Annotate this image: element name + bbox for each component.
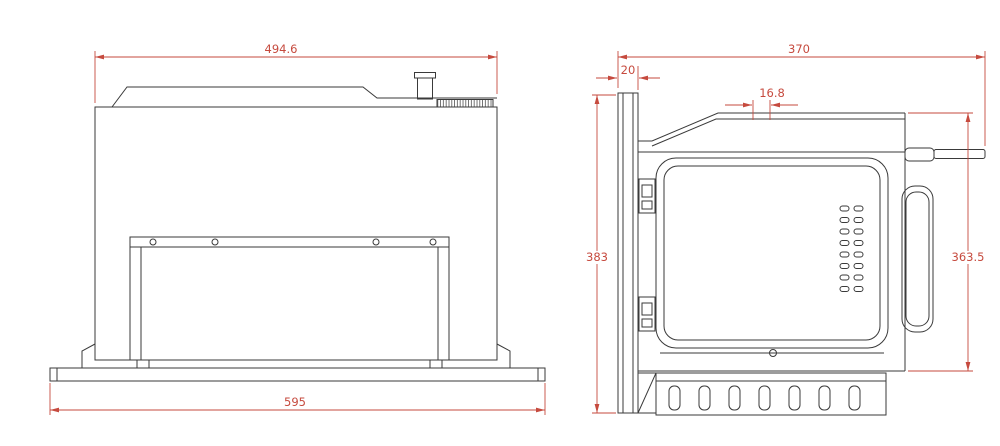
hinge-lower <box>638 296 656 332</box>
dim-front-base-width-label: 595 <box>284 395 306 409</box>
side-view <box>617 92 986 416</box>
base-slot <box>788 385 801 411</box>
vent-slot <box>853 274 864 281</box>
dim-side-height-left: 383 <box>584 94 616 414</box>
front-frame <box>617 92 639 414</box>
rear-cover-inner <box>905 191 930 327</box>
vent-slot <box>839 251 850 258</box>
vent-slot <box>839 228 850 235</box>
dim-top-inset-label: 16.8 <box>759 86 785 100</box>
dim-top-inset: 16.8 <box>725 86 798 120</box>
dim-side-height-right: 363.5 <box>908 112 987 372</box>
vent-slot <box>853 205 864 212</box>
screw <box>149 238 157 246</box>
hinge-detail <box>641 318 653 328</box>
rear-top-block <box>904 147 935 162</box>
base-slot <box>848 385 861 411</box>
front-view <box>49 72 546 382</box>
label-mask <box>584 251 610 264</box>
plate-foot <box>429 359 443 369</box>
base-plate <box>49 367 546 382</box>
vent-slot <box>839 205 850 212</box>
dimension-annotations: 494.6 595 370 20 16.8 <box>49 42 987 415</box>
base-slot <box>668 385 681 411</box>
base-bracket-brace <box>637 372 657 414</box>
vent-slot <box>839 286 850 292</box>
hinge-detail <box>641 302 653 316</box>
rear-rail <box>933 149 986 159</box>
vent-strip <box>436 99 494 108</box>
cavity-outer <box>655 157 889 349</box>
hinge-block <box>638 178 656 214</box>
hinge-detail <box>641 184 653 198</box>
left-bracket <box>81 343 96 369</box>
vent-slot <box>839 240 850 246</box>
top-duct-inner <box>651 118 905 147</box>
hinge-upper <box>638 178 656 214</box>
cabinet-outline <box>94 106 498 361</box>
vent-slot <box>853 251 864 258</box>
dim-frame-offset: 20 <box>596 63 660 90</box>
antenna-cap <box>414 72 436 79</box>
base-bracket <box>637 372 657 414</box>
vent-slot <box>853 286 864 292</box>
mounting-plate <box>129 236 450 361</box>
vent-slot <box>839 274 850 281</box>
top-duct-profile <box>638 112 905 142</box>
base-slot <box>758 385 771 411</box>
vent-grille <box>839 205 864 292</box>
base-slot <box>818 385 831 411</box>
plate-foot <box>136 359 150 369</box>
screw <box>211 238 219 246</box>
screw <box>769 349 777 357</box>
dim-front-top-width: 494.6 <box>94 42 498 103</box>
antenna-connector <box>417 77 433 100</box>
screw <box>372 238 380 246</box>
dim-front-top-width-label: 494.6 <box>265 42 298 56</box>
hinge-block <box>638 296 656 332</box>
label-mask <box>949 251 987 264</box>
screw <box>429 238 437 246</box>
vent-slot <box>853 263 864 269</box>
base-slots <box>668 385 861 411</box>
right-bracket <box>496 343 511 369</box>
dim-side-height-left-label: 383 <box>586 250 608 264</box>
vent-slot <box>839 217 850 223</box>
hinge-detail <box>641 200 653 210</box>
dim-side-depth-label: 370 <box>788 42 810 56</box>
vent-slot <box>839 263 850 269</box>
cavity-inner <box>663 165 881 341</box>
vent-slot <box>853 217 864 223</box>
dim-side-height-right-label: 363.5 <box>952 250 985 264</box>
base-slot <box>728 385 741 411</box>
base-tray <box>655 372 887 416</box>
vent-slot <box>853 228 864 235</box>
base-slot <box>698 385 711 411</box>
dim-frame-offset-label: 20 <box>621 63 636 77</box>
rear-cover <box>901 185 934 333</box>
dim-side-depth: 370 <box>617 42 986 146</box>
dim-front-base-width: 595 <box>49 383 546 415</box>
vent-slot <box>853 240 864 246</box>
